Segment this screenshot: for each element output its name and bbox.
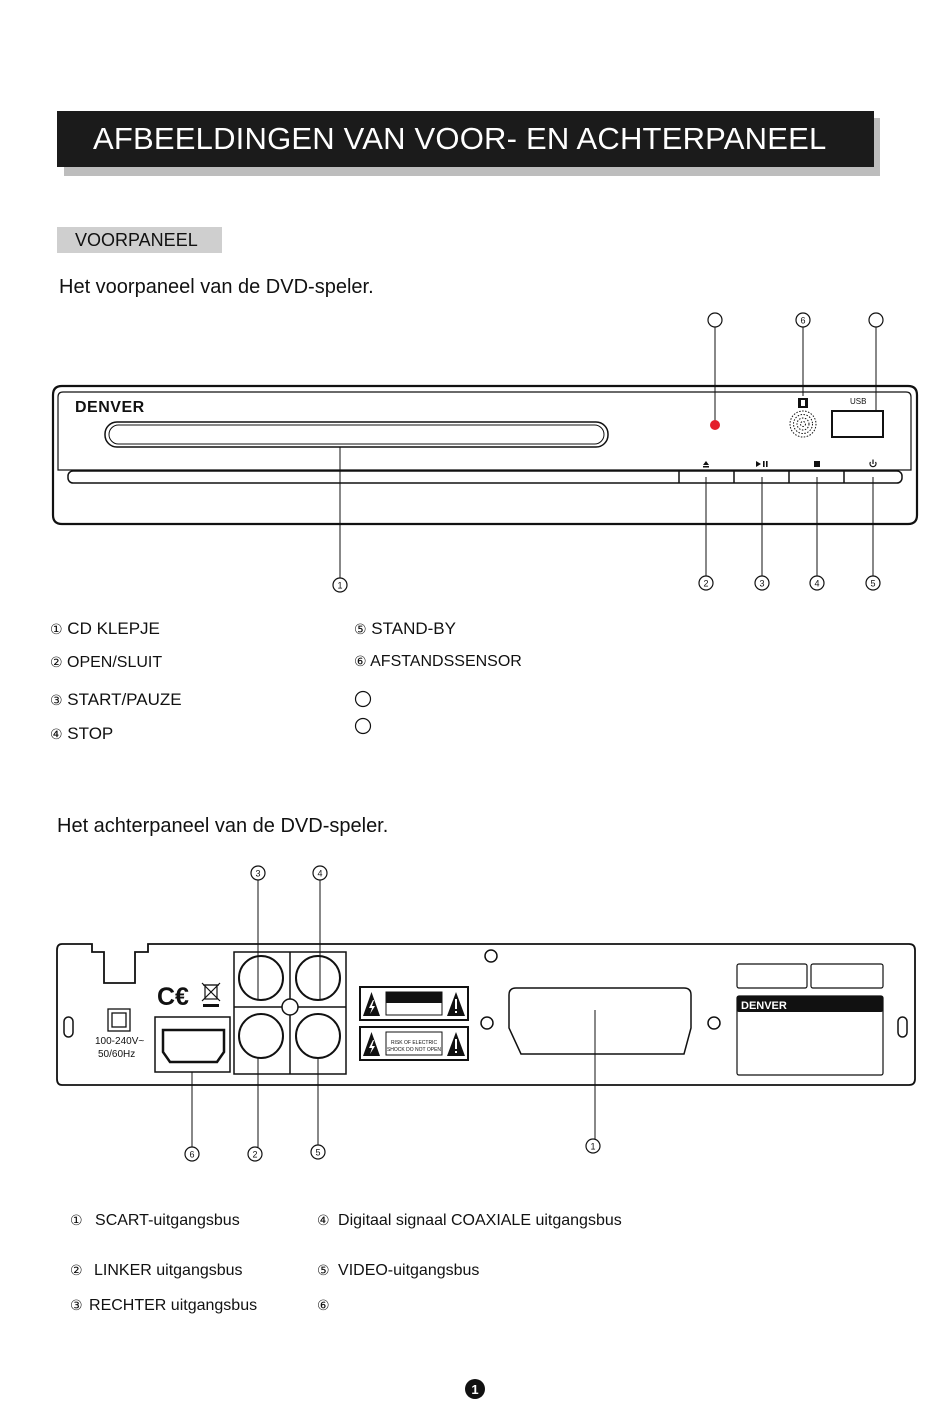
ce-mark: C€ [157, 983, 189, 1011]
hdmi-port [161, 1028, 226, 1064]
power-icon [869, 459, 877, 468]
page-title: AFBEELDINGEN VAN VOOR- EN ACHTERPANEEL [57, 111, 874, 167]
rear-panel-diagram [56, 865, 916, 1162]
front-callout-1: 1 [337, 581, 342, 591]
power-rating-line1: 100-240V~ [95, 1036, 144, 1047]
legend-empty-circle-2 [354, 717, 372, 735]
eject-icon [703, 461, 709, 465]
front-legend-item-3: ③ START/PAUZE [50, 690, 182, 709]
rear-legend-item-6: ⑥ [317, 1297, 330, 1313]
page-number-badge [465, 1379, 485, 1399]
weee-bin-icon [201, 982, 221, 1002]
front-callout-5: 5 [870, 579, 875, 589]
rear-legend-item-5: ⑤ VIDEO-uitgangsbus [317, 1262, 480, 1279]
front-legend-item-4: ④ STOP [50, 724, 114, 743]
rear-legend-item-1: ① SCART-uitgangsbus [70, 1212, 240, 1229]
rear-callout-4: 4 [317, 869, 322, 879]
rear-legend-item-3: ③ RECHTER uitgangsbus [70, 1297, 258, 1314]
disc-tray [104, 421, 609, 448]
front-legend-item-6: ⑥ AFSTANDSSENSOR [354, 653, 522, 670]
warning-label-line1: RISK OF ELECTRIC [391, 1040, 438, 1046]
rear-callout-5: 5 [315, 1148, 320, 1158]
front-button-glyphs [703, 461, 820, 468]
front-legend-item-2: ② OPEN/SLUIT [50, 654, 163, 671]
front-callout-4: 4 [814, 579, 819, 589]
rear-legend-item-4: ④ Digitaal signaal COAXIALE uitgangsbus [317, 1212, 622, 1229]
rear-callout-1: 1 [590, 1142, 595, 1152]
double-insulation-icon [107, 1008, 131, 1032]
front-legend-item-5: ⑤ STAND-BY [354, 619, 456, 638]
front-callout-2: 2 [703, 579, 708, 589]
warning-label-line2: SHOCK DO NOT OPEN [387, 1047, 441, 1053]
front-panel-diagram [51, 312, 919, 593]
rear-callout-6: 6 [189, 1150, 194, 1160]
front-callout-3: 3 [759, 579, 764, 589]
scart-port [508, 987, 692, 1055]
rear-intro: Het achterpaneel van de DVD-speler. [57, 815, 389, 837]
stop-icon [814, 461, 820, 467]
rear-callout-2: 2 [252, 1150, 257, 1160]
section-label-front: VOORPANEEL [57, 227, 222, 253]
standby-led [710, 420, 720, 430]
front-intro: Het voorpaneel van de DVD-speler. [59, 276, 374, 298]
front-callout-6: 6 [800, 316, 805, 326]
callout-empty-top-2 [868, 312, 884, 328]
power-rating-line2: 50/60Hz [98, 1049, 135, 1060]
front-legend-item-1: ① CD KLEPJE [50, 619, 160, 638]
play-pause-icon [756, 461, 761, 467]
rear-callout-3: 3 [255, 869, 260, 879]
page-number: 1 [471, 1382, 478, 1397]
legend-empty-circle-1 [354, 690, 372, 708]
rear-brand-logo: DENVER [741, 1000, 787, 1012]
usb-port [831, 410, 884, 438]
usb-label: USB [850, 397, 866, 406]
rear-legend-item-2: ② LINKER uitgangsbus [70, 1262, 243, 1279]
remote-sensor-grille [789, 410, 817, 438]
callout-empty-top-1 [707, 312, 723, 328]
front-brand-logo: DENVER [75, 399, 145, 416]
